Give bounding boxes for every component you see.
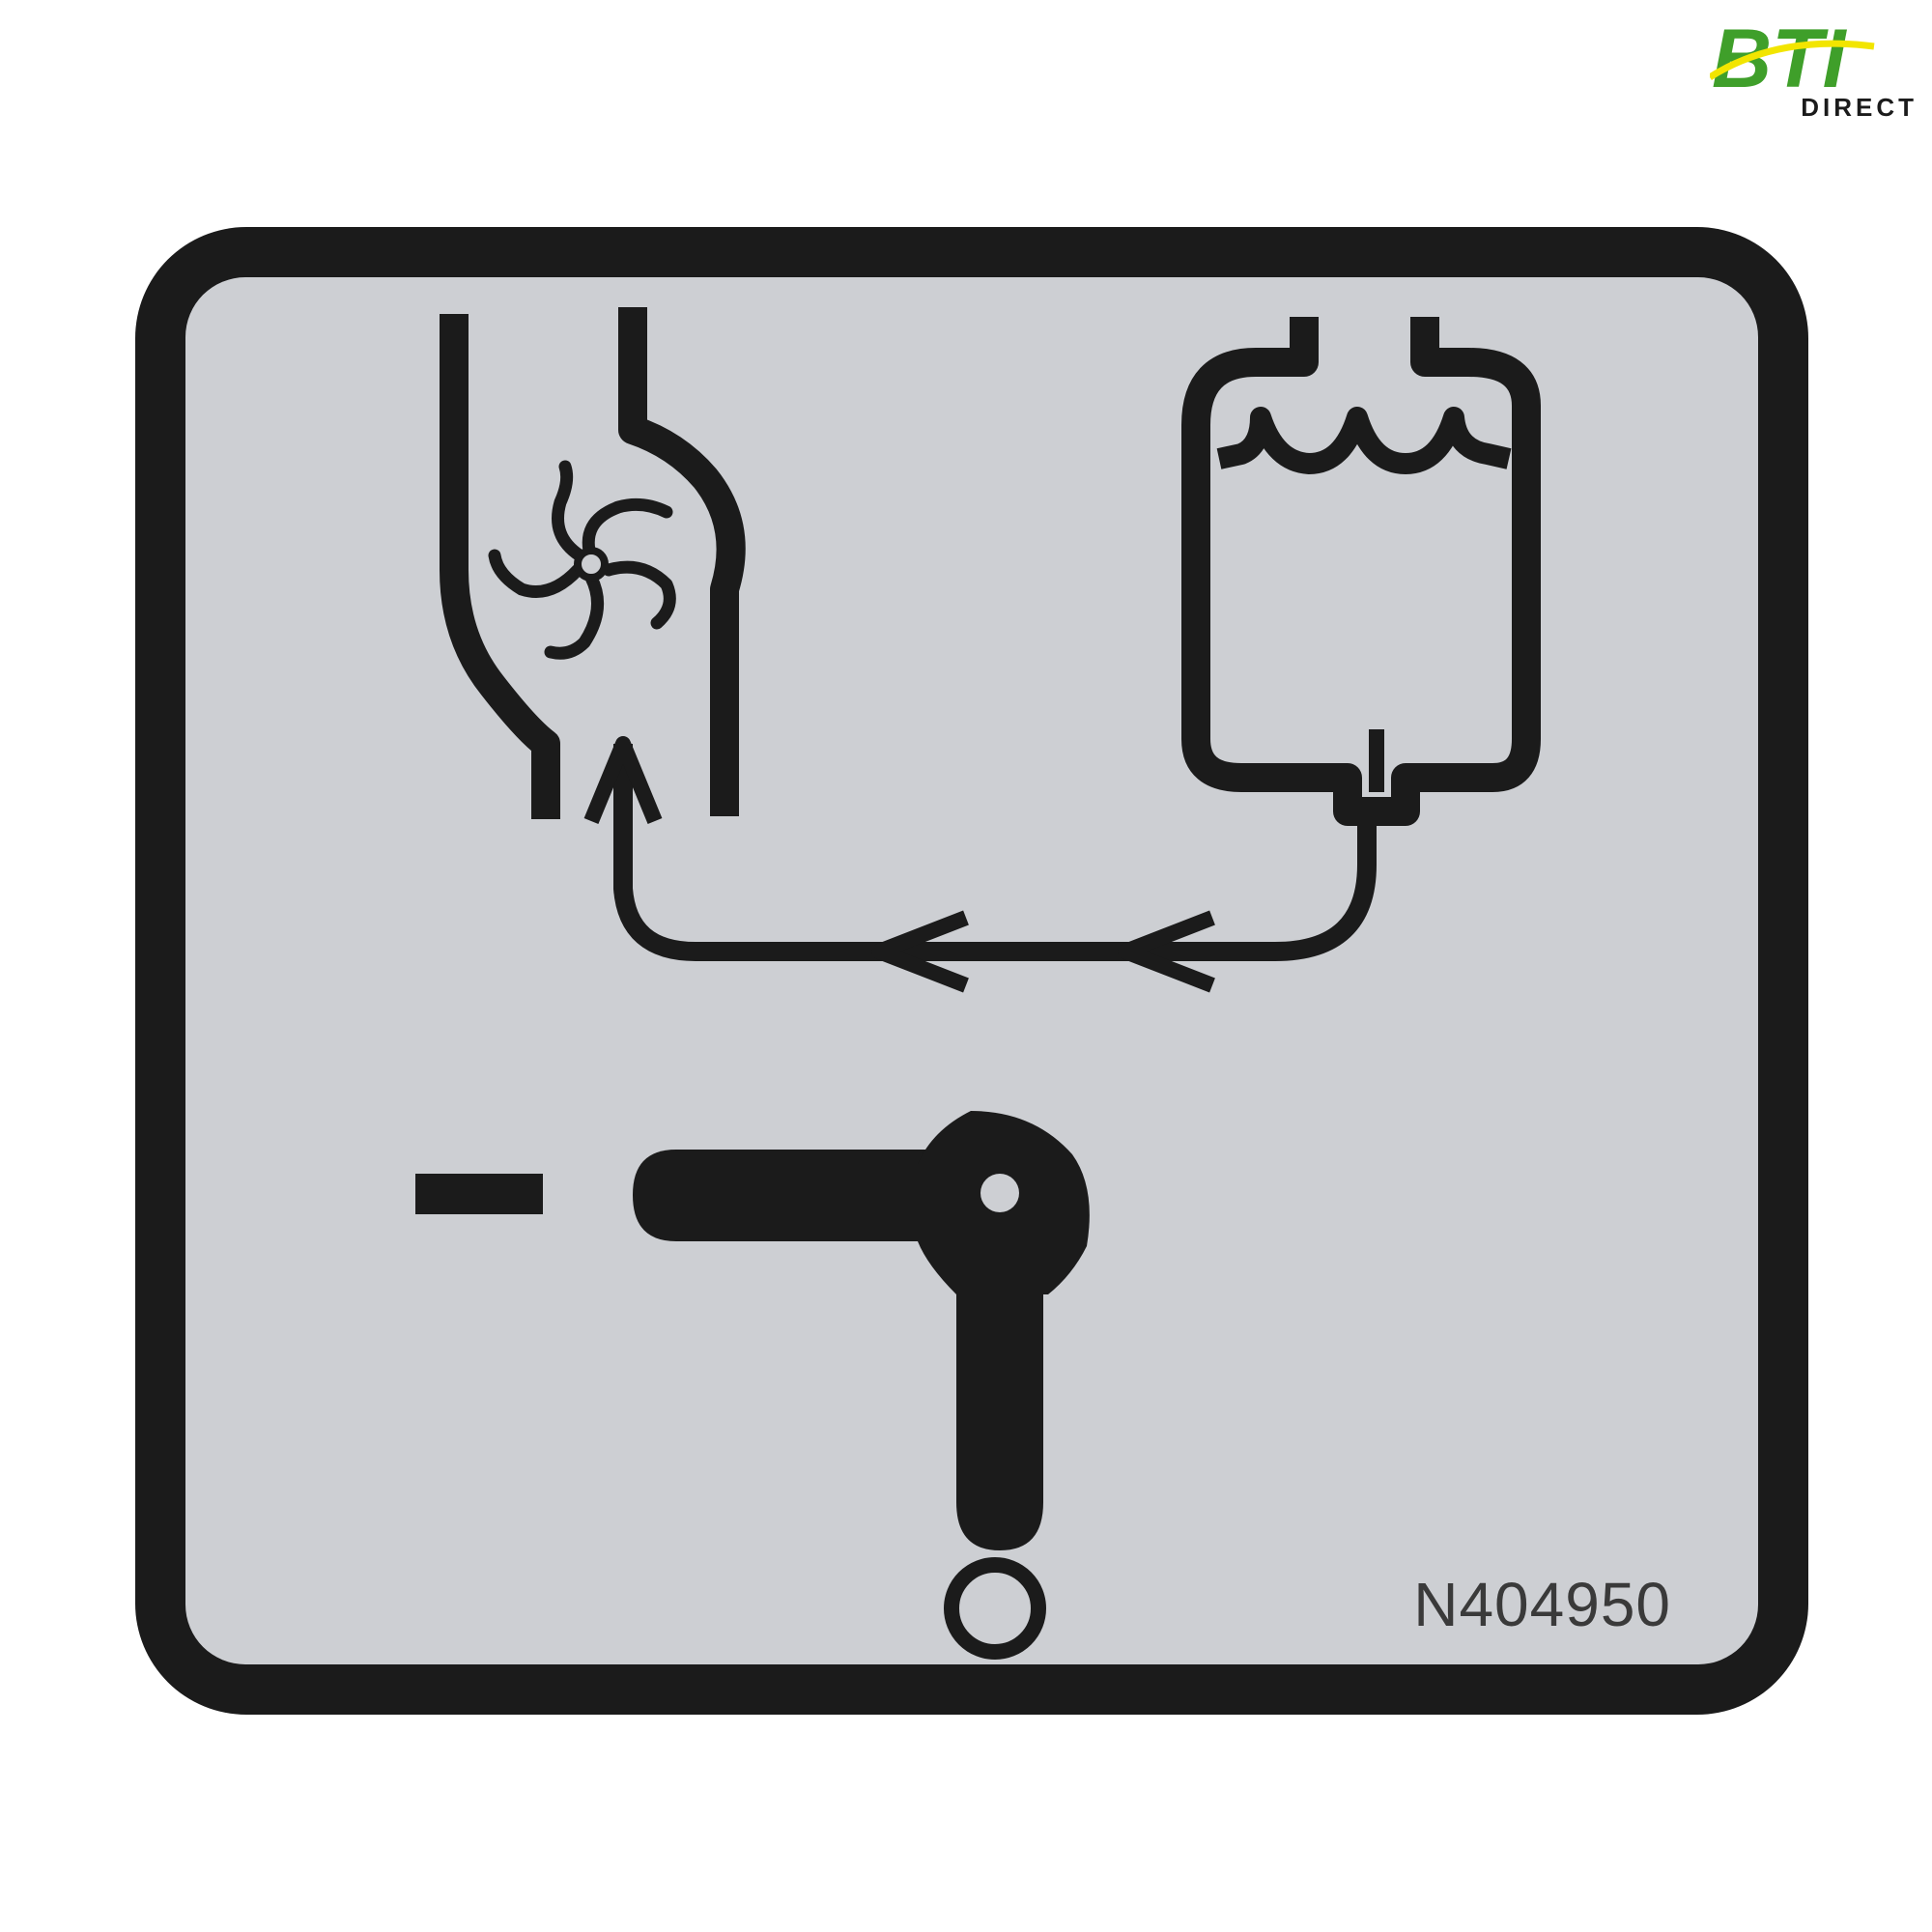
coolant-reservoir-icon: [1181, 317, 1541, 826]
minus-sign-icon: [415, 1174, 543, 1214]
logo-sub-text: DIRECT: [1801, 93, 1918, 122]
blower-fan-icon: [440, 307, 746, 819]
flow-arrow-icon: [583, 736, 1377, 993]
logo-mark: BTI: [1710, 17, 1875, 105]
logo-swoosh: [1710, 40, 1875, 80]
off-position-circle-icon: [944, 1557, 1046, 1660]
valve-lever-icon: [633, 1111, 1090, 1550]
part-number: N404950: [1413, 1570, 1671, 1639]
decal-panel: [185, 277, 1758, 1664]
bti-direct-logo: BTI DIRECT: [1710, 17, 1918, 122]
